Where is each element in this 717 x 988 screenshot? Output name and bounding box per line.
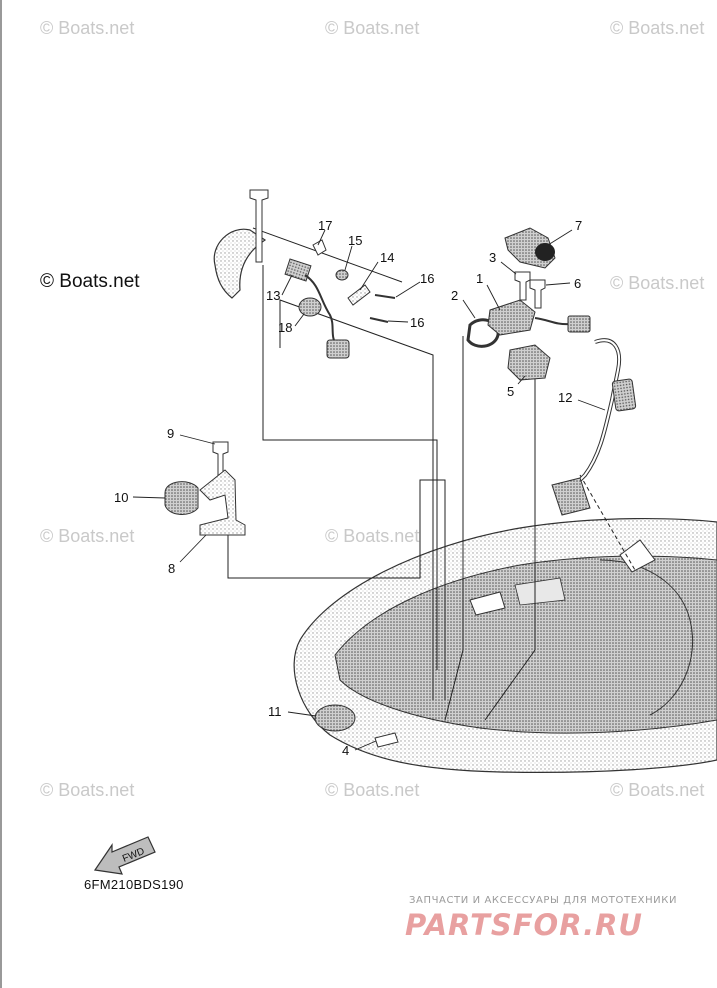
- callout-16-a: 16: [420, 271, 434, 286]
- callout-8: 8: [168, 561, 175, 576]
- callout-10: 10: [114, 490, 128, 505]
- callout-13: 13: [266, 288, 280, 303]
- callout-7: 7: [575, 218, 582, 233]
- part-8-bracket: [199, 469, 246, 536]
- part-18-grommet: [298, 297, 322, 317]
- bottom-cowling: [293, 517, 717, 773]
- part-2-gasket: [466, 318, 500, 348]
- part-12-lead-wire: [551, 338, 637, 516]
- copyright-label: © Boats.net: [40, 271, 140, 292]
- handle-plate: [213, 189, 269, 299]
- callout-12: 12: [558, 390, 572, 405]
- watermark: © Boats.net: [40, 526, 135, 546]
- part-16-screw: [374, 294, 396, 299]
- watermark: © Boats.net: [40, 18, 135, 38]
- callout-15: 15: [348, 233, 362, 248]
- watermark: © Boats.net: [610, 780, 705, 800]
- callout-14: 14: [380, 250, 394, 265]
- fwd-arrow-icon: FWD: [93, 836, 156, 875]
- callout-16-b: 16: [410, 315, 424, 330]
- part-14-bracket: [347, 284, 371, 306]
- brand-logo: PARTSFOR.RU: [405, 908, 643, 942]
- callout-3: 3: [489, 250, 496, 265]
- callout-9: 9: [167, 426, 174, 441]
- part-5-holder: [507, 344, 551, 381]
- callout-leaders: [132, 229, 606, 751]
- part-4-label: [374, 732, 399, 748]
- part-7-cap: [504, 227, 556, 269]
- watermark: © Boats.net: [610, 273, 705, 293]
- brand-tagline: ЗАПЧАСТИ И АКСЕССУАРЫ ДЛЯ МОТОТЕХНИКИ: [409, 895, 678, 906]
- part-11-plug: [314, 704, 356, 732]
- diagram-code: 6FM210BDS190: [84, 877, 184, 892]
- part-6-screw: [529, 279, 546, 309]
- leader-lines: [227, 227, 636, 721]
- callout-5: 5: [507, 384, 514, 399]
- watermark: © Boats.net: [325, 780, 420, 800]
- watermark: © Boats.net: [40, 780, 135, 800]
- callout-2: 2: [451, 288, 458, 303]
- part-16-screw: [369, 317, 389, 323]
- watermark: © Boats.net: [325, 526, 420, 546]
- watermark: © Boats.net: [610, 18, 705, 38]
- part-17-clip: [312, 239, 327, 256]
- part-3-screw: [514, 271, 531, 301]
- part-10-band: [164, 481, 199, 515]
- watermark: © Boats.net: [325, 18, 420, 38]
- callout-11: 11: [268, 704, 282, 719]
- callout-6: 6: [574, 276, 581, 291]
- callout-18: 18: [278, 320, 292, 335]
- callout-1: 1: [476, 271, 483, 286]
- part-15-collar: [335, 269, 349, 281]
- callout-4: 4: [342, 743, 349, 758]
- callout-17: 17: [318, 218, 332, 233]
